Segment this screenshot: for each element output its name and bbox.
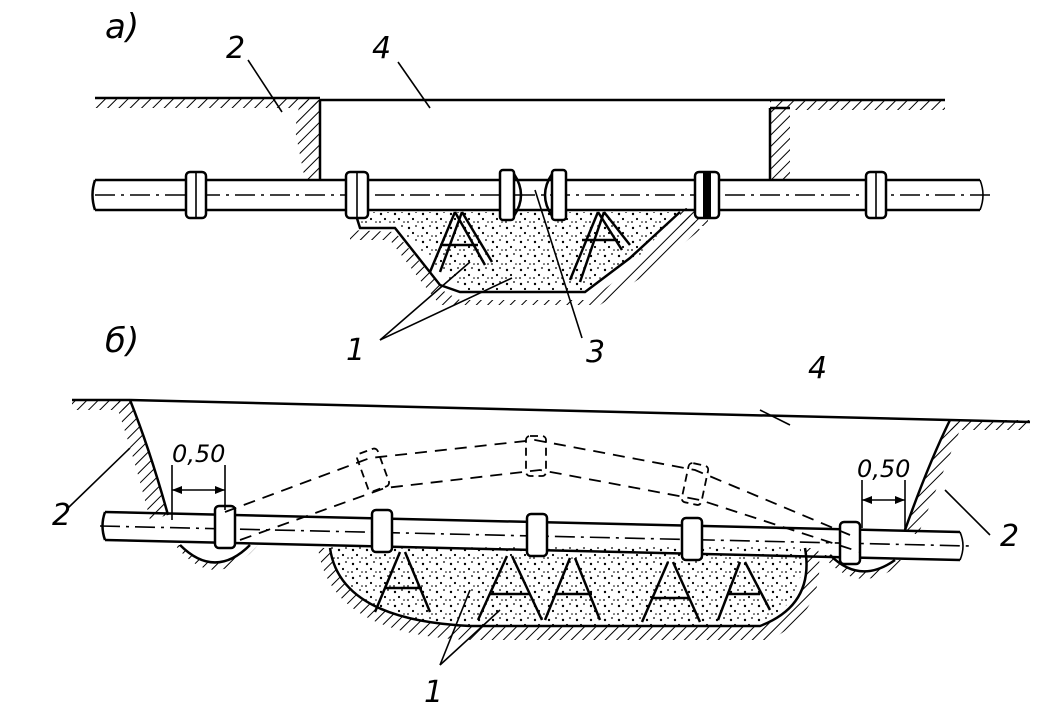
coupling-b-3 <box>525 512 549 558</box>
diagram-a: а) <box>91 7 995 370</box>
dimension-left <box>171 465 226 520</box>
label-b-2-right: 2 <box>1000 519 1019 554</box>
label-b-1: 1 <box>424 675 443 710</box>
pipeline-a <box>91 178 995 212</box>
coupling-b-1 <box>213 504 237 550</box>
raised-pipe-dashed <box>224 435 861 553</box>
pit-a <box>350 208 708 305</box>
leaders-a <box>247 59 583 341</box>
label-a-4: 4 <box>372 31 391 66</box>
dimension-right-label: 0,50 <box>857 455 910 483</box>
ground-surface-a <box>95 96 945 110</box>
coupling-b-5 <box>838 520 862 566</box>
a-frame-support-b-5 <box>716 561 772 621</box>
a-frame-support-b-4 <box>640 561 702 623</box>
a-frame-support-b-1 <box>373 551 432 613</box>
coupling-a-5 <box>864 170 888 220</box>
label-a-3: 3 <box>586 335 605 370</box>
diagram-b: б) <box>52 321 1031 710</box>
panel-label-a: а) <box>105 7 139 47</box>
label-b-4: 4 <box>808 351 827 386</box>
a-frame-support-b-3 <box>543 557 602 621</box>
a-frame-support-a-right <box>568 211 631 283</box>
label-a-1: 1 <box>346 333 365 368</box>
a-frame-support-a-left <box>428 211 494 273</box>
label-a-2: 2 <box>226 31 245 66</box>
leaders-b <box>67 409 991 666</box>
coupling-a-1 <box>184 170 208 220</box>
label-b-2-left: 2 <box>52 498 71 533</box>
trench-wall-a <box>295 100 790 180</box>
dimension-right <box>861 480 906 530</box>
a-frame-support-b-2 <box>476 555 544 621</box>
dimension-left-label: 0,50 <box>172 440 225 468</box>
coupling-a-3 <box>498 168 568 222</box>
coupling-b-4 <box>680 516 704 562</box>
coupling-a-4 <box>693 170 721 220</box>
trench-b <box>72 398 1031 535</box>
coupling-b-2 <box>370 508 394 554</box>
panel-label-b: б) <box>105 321 139 361</box>
coupling-a-2 <box>344 170 370 220</box>
pit-b <box>175 544 905 640</box>
